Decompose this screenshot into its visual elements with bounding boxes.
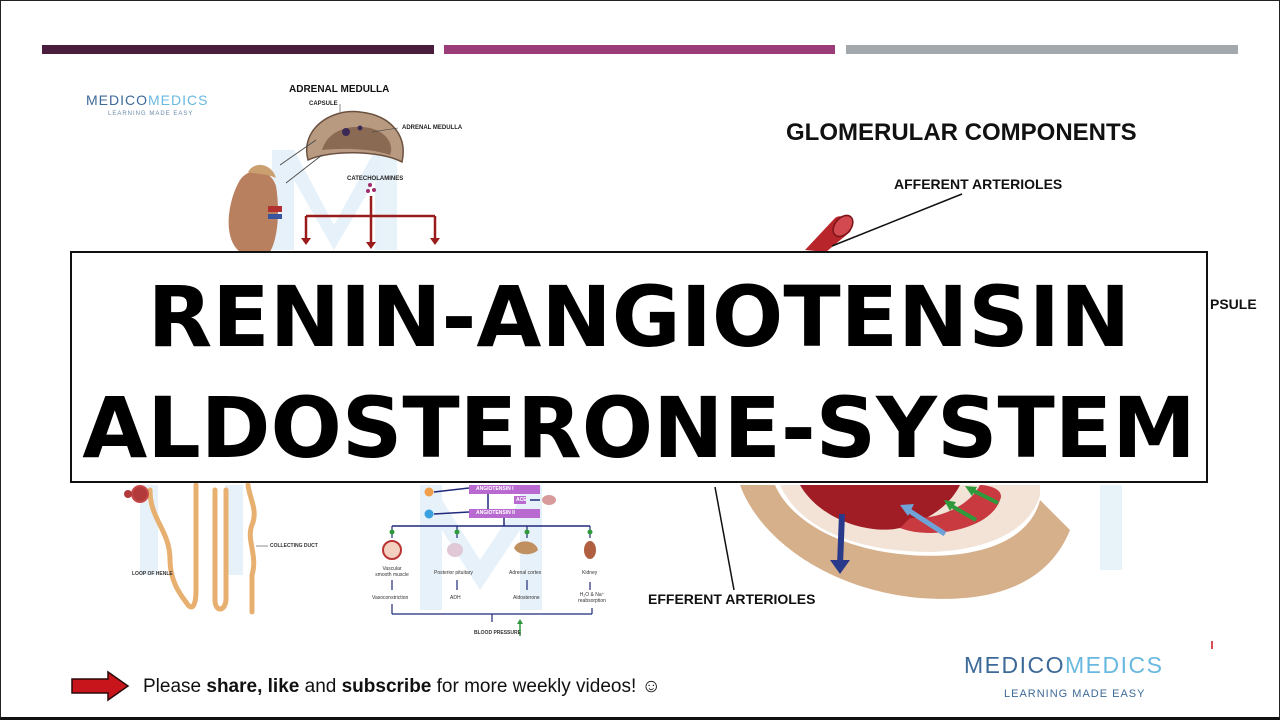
ace-label: ACE [516,497,527,503]
footer-like: like [267,676,300,697]
title-line-2: ALDOSTERONE-SYSTEM [82,379,1196,477]
raas-target-1: Vascular smooth muscle [375,566,409,578]
footer-message: Please share, like and subscribe for mor… [143,676,661,698]
footer-comma: , [257,676,268,697]
footer-share: share [206,676,258,697]
angiotensin1-label: ANGIOTENSIN I [476,486,514,492]
logo-small-part1: MEDICO [86,92,148,108]
raas-target-2: Posterior pituitary [434,570,473,576]
nephron-illustration [124,482,257,615]
raas-target-4: Kidney [582,570,598,576]
logo-small-part2: MEDICS [148,92,209,108]
footer-pre: Please [143,676,207,697]
glomerular-title: GLOMERULAR COMPONENTS [786,119,1137,146]
title-line-1: RENIN-ANGIOTENSIN [147,268,1131,366]
title-banner: RENIN-ANGIOTENSIN ALDOSTERONE-SYSTEM [70,251,1208,483]
header-bar-grey [846,45,1238,54]
raas-flowchart [382,485,596,636]
logo-small-tagline: LEARNING MADE EASY [108,111,194,117]
loop-of-henle-label: LOOP OF HENLE [132,571,173,577]
glomerulus-illustration [714,485,1213,649]
footer-and: and [299,676,342,697]
capsule-partial-label: PSULE [1210,296,1257,312]
afferent-label: AFFERENT ARTERIOLES [894,176,1063,192]
raas-effect-2: ADH [450,595,461,601]
logo-big-tagline: LEARNING MADE EASY [1004,688,1146,700]
raas-target-3: Adrenal cortex [509,570,542,576]
header-bar-dark [42,45,434,54]
logo-small: MEDICOMEDICS [86,92,208,108]
footer-post: for more weekly videos! ☺ [431,676,661,697]
logo-big-part2: MEDICS [1065,652,1164,678]
adrenal-capsule-label: CAPSULE [309,101,338,107]
adrenal-illustration [228,104,440,252]
raas-effect-3: Aldosterone [513,595,540,601]
catecholamines-label: CATECHOLAMINES [347,176,404,182]
logo-big-part1: MEDICO [964,652,1065,678]
angiotensin2-label: ANGIOTENSIN II [476,510,515,516]
footer-subscribe: subscribe [341,676,432,697]
adrenal-medulla-label: ADRENAL MEDULLA [402,125,463,131]
logo-big: MEDICOMEDICS [964,652,1163,679]
raas-effect-1: Vasoconstriction [372,595,409,601]
header-bar-magenta [444,45,835,54]
raas-effect-4: H₂O & Na⁺ reabsorption [578,592,606,604]
collecting-duct-label: COLLECTING DUCT [270,543,318,549]
afferent-arteriole-illustration [805,193,963,252]
adrenal-title: ADRENAL MEDULLA [289,84,390,95]
footer-arrow-shape [71,670,130,702]
efferent-label: EFFERENT ARTERIOLES [648,591,816,607]
blood-pressure-label: BLOOD PRESSURE [474,630,521,636]
